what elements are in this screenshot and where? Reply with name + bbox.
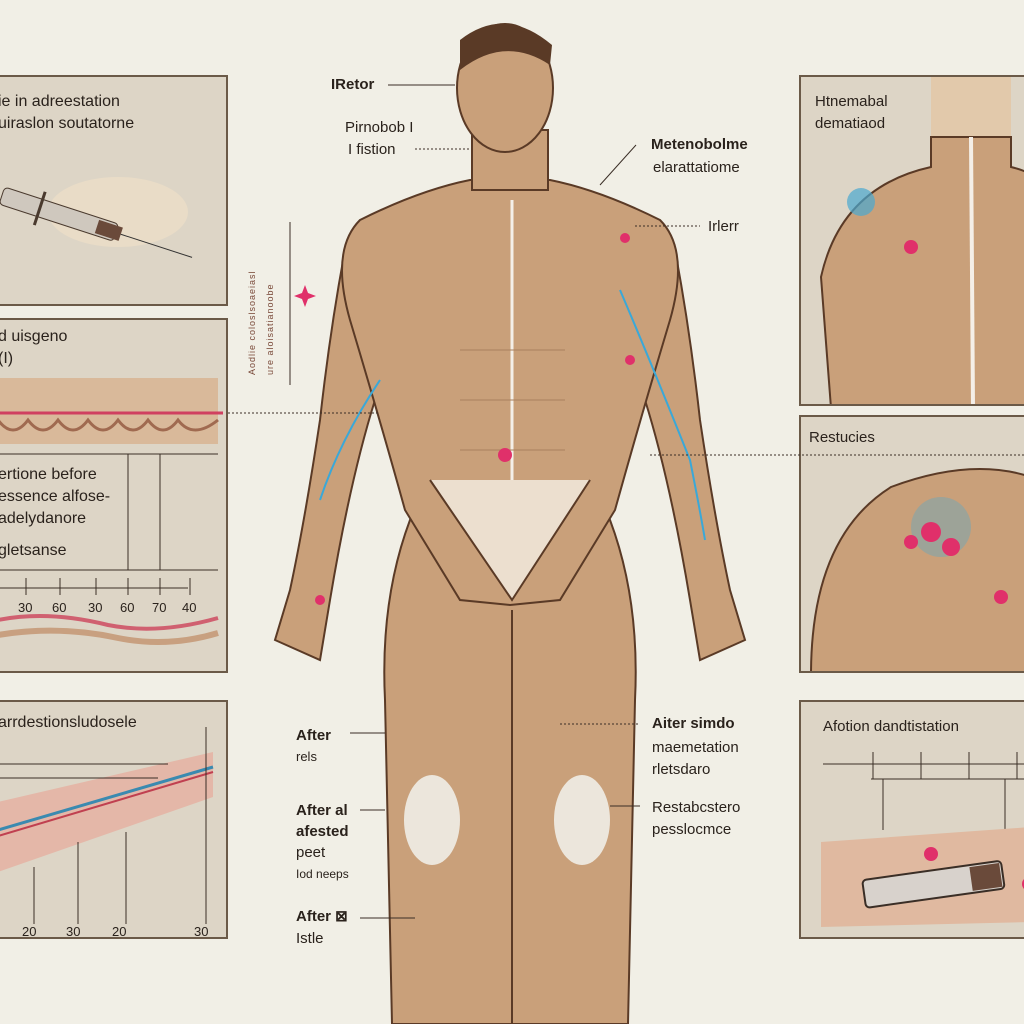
axis-tick: 30 <box>88 600 103 615</box>
panel-body-line: adelydanore <box>0 510 87 527</box>
axis-tick: 40 <box>182 600 197 615</box>
axis-tick: 30 <box>194 924 209 939</box>
panel-body-line: gletsanse <box>0 542 67 559</box>
label-neck: I fistion <box>348 141 396 158</box>
left-panel-tissue: d uisgeno (I) ertione before essence alf… <box>0 318 228 673</box>
label-thigh-right: rletsdaro <box>652 761 711 778</box>
label-knee-right: pesslocmce <box>652 821 732 838</box>
label-thigh-left: rels <box>296 749 317 764</box>
right-panel-shoulder: Restucies <box>799 415 1024 673</box>
label-knee-left: Iod neeps <box>296 867 349 881</box>
left-panel-vessel: arrdestionsludosele 20 30 20 30 <box>0 700 228 939</box>
panel-subtitle: (I) <box>0 350 14 367</box>
label-chest: Irlerr <box>708 218 739 235</box>
label-shin-left: Istle <box>296 930 324 947</box>
panel-body-line: ertione before <box>0 466 97 483</box>
tissue-illustration <box>0 378 223 645</box>
back-illustration <box>819 77 1024 404</box>
axis-tick: 20 <box>112 924 127 939</box>
syringe-illustration <box>0 177 193 258</box>
label-thigh-left: After <box>296 727 332 744</box>
label-shin-left: After ⊠ <box>296 908 348 925</box>
panel-title: Restucies <box>809 429 875 446</box>
label-shoulder: Metenobolme <box>651 136 748 153</box>
left-panel-injection: ie in adreestation uiraslon soutatorne <box>0 75 228 306</box>
label-shoulder: elarattatiome <box>653 159 740 176</box>
vertical-label: Aodlie coloslsoaeiasl <box>247 270 257 375</box>
axis-tick: 30 <box>66 924 81 939</box>
panel-title: Afotion dandtistation <box>823 718 959 735</box>
axis-tick: 70 <box>152 600 167 615</box>
label-thigh-right: maemetation <box>652 739 739 756</box>
vertical-label: ure aloisatianoobe <box>265 283 275 375</box>
label-knee-left: afested <box>296 823 349 840</box>
panel-subtitle: uiraslon soutatorne <box>0 115 135 132</box>
panel-title: ie in adreestation <box>0 93 120 110</box>
panel-title: d uisgeno <box>0 328 68 345</box>
right-panel-administration: Afotion dandtistation <box>799 700 1024 939</box>
panel-subtitle: dematiaod <box>815 115 886 132</box>
shoulder-illustration <box>810 468 1024 671</box>
panel-title: Htnemabal <box>815 93 888 110</box>
vessel-illustration <box>0 727 214 924</box>
axis-tick: 20 <box>22 924 37 939</box>
axis-tick: 60 <box>52 600 67 615</box>
label-knee-right: Restabcstero <box>652 799 741 816</box>
label-knee-left: peet <box>296 844 326 861</box>
panel-body-line: essence alfose- <box>0 488 111 505</box>
right-panel-back: Htnemabal dematiaod <box>799 75 1024 406</box>
label-top: IRetor <box>331 76 375 93</box>
label-neck: Pirnobob I <box>345 119 414 136</box>
label-knee-left: After al <box>296 802 348 819</box>
axis-tick: 60 <box>120 600 135 615</box>
administration-illustration <box>821 752 1024 927</box>
panel-title: arrdestionsludosele <box>0 714 137 731</box>
label-thigh-right: Aiter simdo <box>652 715 735 732</box>
axis-tick: 30 <box>18 600 33 615</box>
